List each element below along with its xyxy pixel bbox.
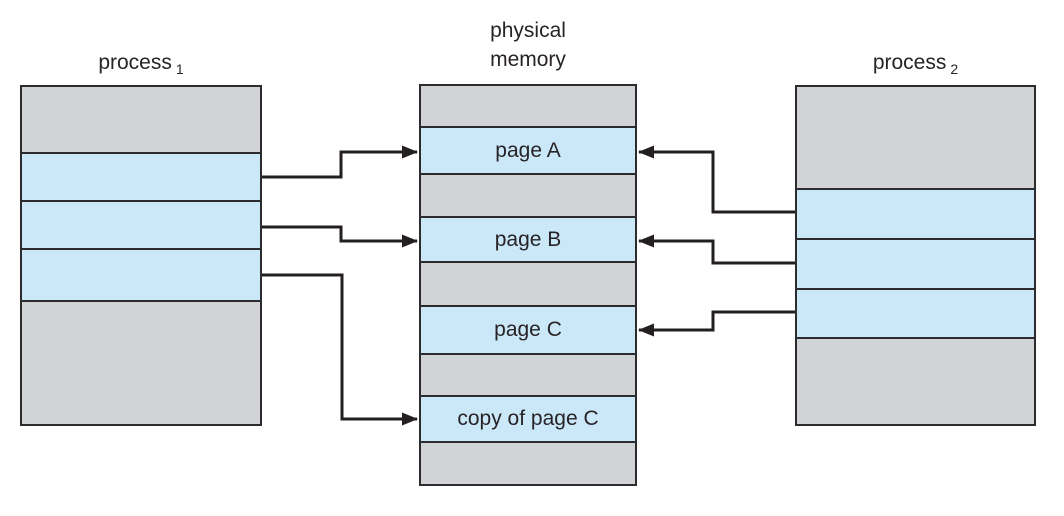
process1-title-subscript: 1 [175, 61, 184, 77]
physical-unused-segment-5 [421, 441, 635, 484]
physical-unused-segment-1 [421, 86, 635, 126]
process1-title-text: process [98, 51, 172, 74]
process2-shared-frame-2 [797, 238, 1034, 288]
page-a-label: page A [495, 138, 561, 162]
arrow-process2-to-page-c [638, 310, 795, 337]
page-c-label: page C [494, 318, 562, 341]
copy-of-page-c-frame: copy of page C [421, 395, 635, 441]
physical-memory-title-line2: memory [490, 48, 566, 71]
physical-unused-segment-4 [421, 353, 635, 395]
physical-memory-title: physical memory [419, 16, 637, 74]
process2-shared-frame-3 [797, 288, 1034, 337]
process2-shared-frame-1 [797, 188, 1034, 238]
process1-shared-frame-2 [22, 200, 260, 248]
process1-unused-bottom-segment [22, 300, 260, 424]
process1-shared-frame-1 [22, 152, 260, 200]
page-b-label: page B [494, 227, 562, 251]
process1-memory-box [20, 85, 262, 426]
arrow-process1-to-page-a [262, 145, 418, 179]
arrow-process2-to-page-b [638, 234, 795, 265]
process1-unused-top-segment [22, 87, 260, 152]
arrow-process1-to-page-b [262, 225, 418, 248]
page-c-frame: page C [421, 305, 635, 353]
page-b-frame: page B [421, 216, 635, 261]
arrow-process1-to-copy-of-page-c [262, 273, 418, 426]
copy-of-page-c-label: copy of page C [457, 407, 599, 430]
process2-memory-box [795, 85, 1036, 426]
process2-title-subscript: 2 [950, 61, 959, 77]
process2-title-text: process [872, 51, 947, 74]
physical-memory-box: page A page B page C copy of page C [419, 84, 637, 486]
process2-unused-bottom-segment [797, 337, 1034, 424]
page-a-frame: page A [421, 126, 635, 173]
physical-memory-title-line1: physical [490, 19, 566, 42]
process2-unused-top-segment [797, 87, 1034, 188]
process1-shared-frame-3 [22, 248, 260, 300]
physical-unused-segment-3 [421, 261, 635, 305]
physical-unused-segment-2 [421, 173, 635, 216]
arrow-process2-to-page-a [638, 145, 795, 214]
